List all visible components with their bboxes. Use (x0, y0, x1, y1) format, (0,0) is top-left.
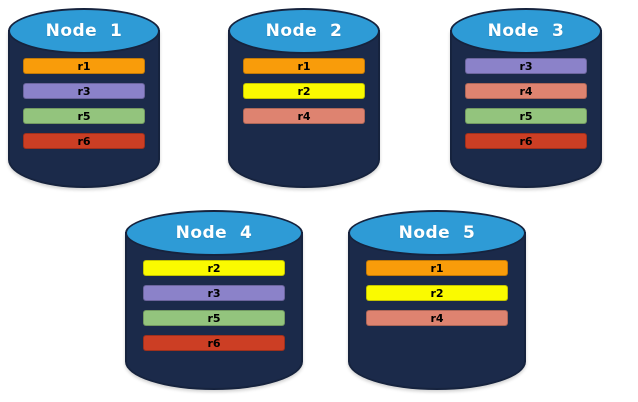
replica-bar[interactable]: r5 (23, 108, 145, 124)
cylinder-top-ellipse (8, 8, 160, 54)
replica-bar[interactable]: r4 (465, 83, 587, 99)
replica-bar[interactable]: r6 (23, 133, 145, 149)
database-node-cylinder[interactable]: Node 1 r1 r3 r5 r6 (8, 8, 160, 188)
replica-list: r3 r4 r5 r6 (450, 58, 602, 149)
replica-bar[interactable]: r6 (142, 335, 286, 351)
database-node-cylinder[interactable]: Node 4 r2 r3 r5 r6 (125, 210, 303, 390)
replica-bar[interactable]: r1 (365, 260, 509, 276)
replica-bar[interactable]: r4 (243, 108, 365, 124)
replica-bar[interactable]: r1 (23, 58, 145, 74)
cylinder-top-ellipse (228, 8, 380, 54)
node-label: Node 1 (45, 21, 123, 41)
replica-bar[interactable]: r3 (142, 285, 286, 301)
replica-list: r1 r2 r4 (228, 58, 380, 124)
replica-bar[interactable]: r3 (465, 58, 587, 74)
replica-bar[interactable]: r6 (465, 133, 587, 149)
replica-bar[interactable]: r5 (142, 310, 286, 326)
replica-bar[interactable]: r2 (142, 260, 286, 276)
replica-list: r2 r3 r5 r6 (125, 260, 303, 351)
database-node-cylinder[interactable]: Node 3 r3 r4 r5 r6 (450, 8, 602, 188)
replica-bar[interactable]: r3 (23, 83, 145, 99)
replica-list: r1 r2 r4 (348, 260, 526, 326)
replica-bar[interactable]: r4 (365, 310, 509, 326)
cylinder-top-ellipse (450, 8, 602, 54)
node-label: Node 4 (175, 223, 253, 243)
node-label: Node 5 (398, 223, 476, 243)
database-node-cylinder[interactable]: Node 5 r1 r2 r4 (348, 210, 526, 390)
replica-list: r1 r3 r5 r6 (8, 58, 160, 149)
node-label: Node 2 (265, 21, 343, 41)
cylinder-top-ellipse (125, 210, 303, 256)
replica-bar[interactable]: r2 (243, 83, 365, 99)
node-label: Node 3 (487, 21, 565, 41)
replica-bar[interactable]: r2 (365, 285, 509, 301)
replica-bar[interactable]: r1 (243, 58, 365, 74)
cylinder-top-ellipse (348, 210, 526, 256)
database-node-cylinder[interactable]: Node 2 r1 r2 r4 (228, 8, 380, 188)
replica-bar[interactable]: r5 (465, 108, 587, 124)
